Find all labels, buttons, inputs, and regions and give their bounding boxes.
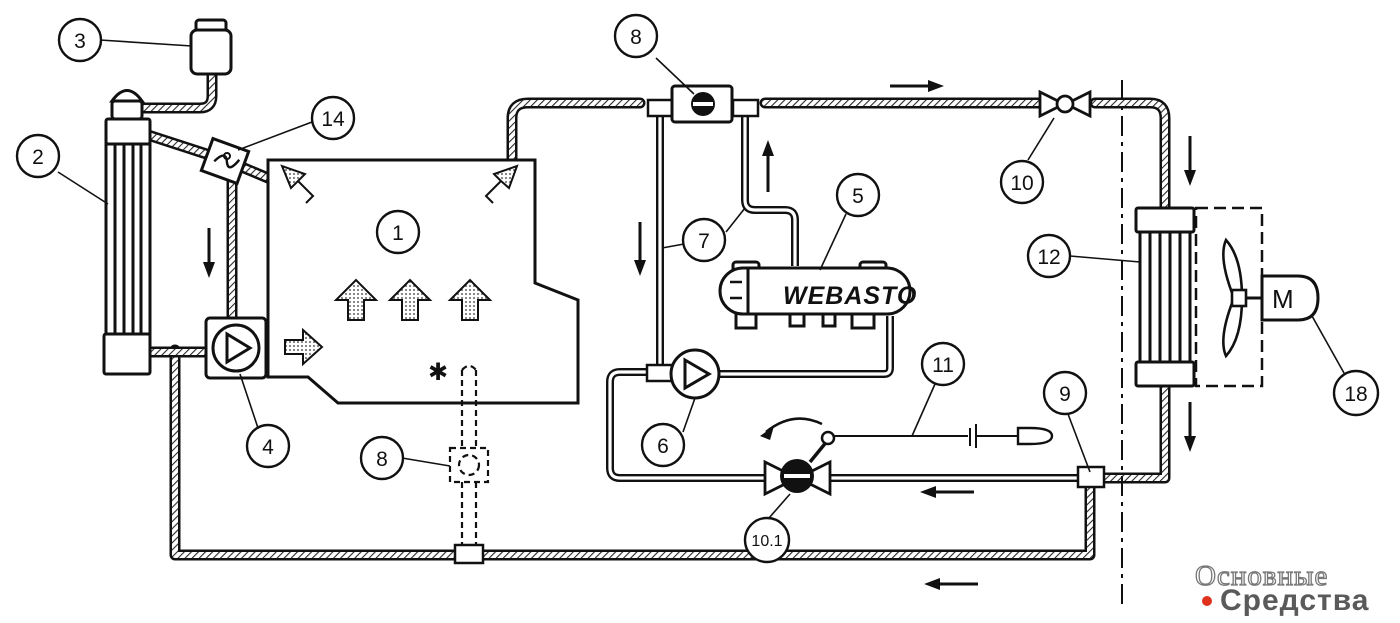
flow-arrow-diag-right	[484, 164, 519, 204]
callout-8-top	[613, 13, 659, 59]
callout-4	[245, 423, 291, 469]
callout-5	[835, 172, 881, 218]
asterisk-mark: ✱	[428, 358, 448, 386]
callout-1	[375, 209, 421, 255]
aux-pipes	[606, 112, 1090, 482]
callout-4-text: 4	[262, 436, 274, 459]
callout-8-bottom-text: 8	[376, 448, 388, 471]
arrow-left-aux	[920, 486, 974, 498]
arrow-right-top	[890, 80, 944, 92]
callout-numbers: 1 2 3 4 5 6 7 8 8 9 10 10.1 11 12 14 18	[32, 26, 1368, 550]
callout-18-text: 18	[1344, 383, 1367, 406]
callouts	[15, 13, 1380, 564]
callout-18	[1332, 369, 1380, 417]
expansion-tank	[189, 18, 233, 76]
callout-9	[1042, 370, 1088, 416]
watermark: Основные Средства	[1194, 559, 1369, 617]
auxiliary-pump	[669, 348, 721, 400]
leader-lines	[57, 39, 1345, 519]
arrow-down-radiator	[203, 228, 215, 278]
shutoff-valve-10	[1038, 89, 1092, 119]
tee-joint-9	[1076, 465, 1106, 489]
flow-arrow-diag-left	[280, 164, 315, 204]
callout-10-1	[743, 516, 791, 564]
engine-flow-arrows	[280, 164, 519, 367]
tee-joint	[646, 98, 675, 118]
callout-2	[15, 133, 61, 179]
callout-14	[310, 95, 356, 141]
tee-joint	[453, 543, 485, 565]
callout-6-text: 6	[657, 435, 669, 458]
control-cable	[834, 424, 1054, 448]
callout-7-text: 7	[698, 230, 710, 253]
callout-3	[57, 17, 103, 63]
direction-arrows	[203, 80, 1196, 590]
tee-joint	[645, 363, 675, 383]
flow-arrow-up	[333, 278, 379, 321]
flow-arrow-right	[284, 327, 324, 367]
arrow-down-heater-top	[1184, 136, 1196, 186]
callout-3-text: 3	[74, 30, 86, 53]
callout-9-text: 9	[1059, 383, 1071, 406]
callout-5-text: 5	[852, 185, 864, 208]
engine-block	[266, 158, 580, 405]
callout-10-1-text: 10.1	[751, 533, 782, 550]
callout-8-top-text: 8	[630, 26, 642, 49]
engine-radiator	[102, 89, 152, 376]
main-pipes	[129, 66, 1171, 561]
watermark-dot	[1202, 596, 1212, 606]
callout-6	[640, 422, 686, 468]
fan	[1222, 237, 1264, 359]
heater-brand-label: WEBASTO	[783, 282, 917, 310]
control-valve	[760, 417, 836, 497]
callout-2-text: 2	[32, 146, 44, 169]
water-pump	[204, 316, 268, 380]
arrow-down-heater-bottom	[1184, 402, 1196, 452]
non-return-valve-optional	[448, 364, 490, 548]
watermark-line1: Основные	[1195, 560, 1328, 592]
callout-1-text: 1	[392, 222, 404, 245]
arrow-left-bottom	[924, 578, 978, 590]
callout-10-text: 10	[1010, 172, 1033, 195]
callout-11	[920, 341, 966, 387]
callout-14-text: 14	[321, 108, 345, 131]
arrow-down-aux	[634, 222, 646, 276]
non-return-valve-top	[670, 84, 734, 124]
callout-12	[1026, 233, 1072, 279]
callout-11-text: 11	[932, 354, 954, 377]
callout-8-bottom	[359, 435, 405, 481]
flow-arrow-up	[387, 278, 433, 321]
cabin-heat-exchanger	[1134, 206, 1196, 388]
fan-motor	[1260, 274, 1320, 322]
arrow-up-aux	[762, 140, 774, 192]
callout-12-text: 12	[1037, 246, 1060, 269]
callout-7	[681, 217, 727, 263]
webasto-heater	[718, 260, 912, 330]
callout-10	[999, 159, 1045, 205]
thermostat	[199, 136, 251, 186]
motor-label: M	[1272, 284, 1294, 314]
watermark-line2: Средства	[1220, 584, 1369, 617]
flow-arrow-up	[447, 278, 493, 321]
tee-joint	[731, 98, 760, 118]
